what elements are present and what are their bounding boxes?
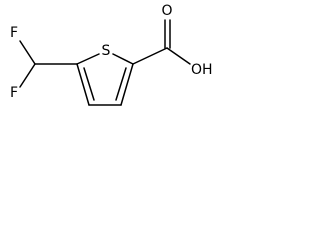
bond-c2-c3-double <box>115 67 127 101</box>
atom-label-fluorine-top: F <box>10 25 18 41</box>
structural-formula: S F F O OH <box>10 3 213 106</box>
bond-c-f-top <box>19 40 36 65</box>
atom-label-sulfur: S <box>102 43 111 59</box>
atom-label-hydroxyl: OH <box>191 62 213 78</box>
atom-label-carbonyl-oxygen: O <box>161 3 172 19</box>
bond-c4-c5 <box>76 63 90 106</box>
bond-c-oh <box>166 47 191 65</box>
bond-c5-s <box>76 53 100 65</box>
bond-c2-carboxyl <box>132 47 168 65</box>
atom-label-fluorine-bottom: F <box>10 85 18 101</box>
bond-s-c2 <box>112 53 134 65</box>
bond-c2-c3 <box>120 63 134 106</box>
bond-c4-c5-double <box>83 67 95 101</box>
bond-c-f-bottom <box>19 63 36 88</box>
